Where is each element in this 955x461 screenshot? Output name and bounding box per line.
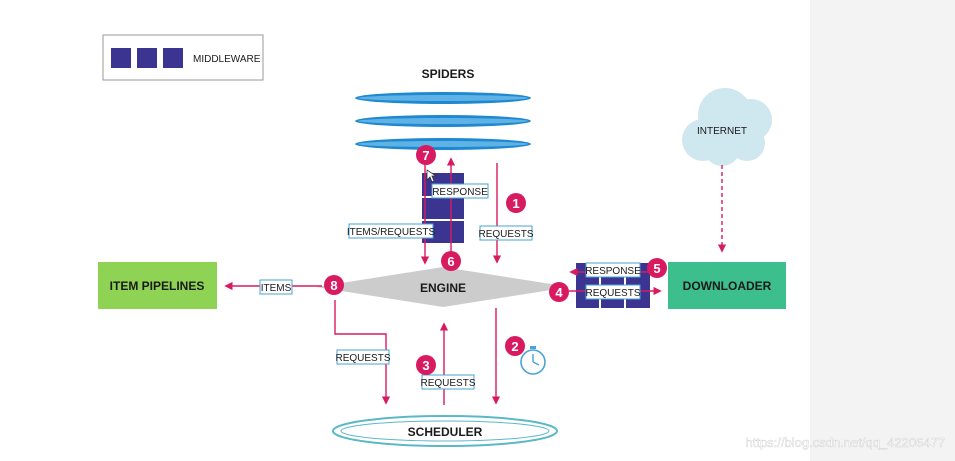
right-margin [810, 0, 955, 461]
step-number: 6 [447, 254, 454, 269]
internet-label: INTERNET [697, 126, 747, 137]
watermark: https://blog.csdn.net/qq_42206477 [746, 435, 946, 450]
spider-disc-highlight [358, 141, 528, 147]
scheduler-node: SCHEDULER [332, 415, 558, 447]
spider-disc-highlight [358, 118, 528, 124]
label-requests-downloader: REQUESTS [585, 288, 640, 299]
label-requests-scheduler: REQUESTS [420, 378, 475, 389]
label-requests-left: REQUESTS [335, 353, 390, 364]
legend-swatch [163, 48, 183, 68]
downloader-node: DOWNLOADER [668, 262, 786, 309]
step-number: 1 [512, 196, 519, 211]
engine-title: ENGINE [420, 281, 466, 295]
step-number: 2 [511, 339, 518, 354]
spider-disc-highlight [358, 95, 528, 101]
step-number: 4 [555, 285, 563, 300]
internet-cloud: INTERNET [682, 88, 772, 166]
label-items-requests: ITEMS/REQUESTS [347, 227, 436, 238]
step-badge [324, 275, 344, 295]
step-badge [647, 258, 667, 278]
step-number: 3 [422, 358, 429, 373]
label-requests-spider: REQUESTS [478, 229, 533, 240]
legend-label: MIDDLEWARE [193, 54, 261, 65]
spiders-node: SPIDERS [355, 67, 531, 150]
step-badge [549, 282, 569, 302]
label-items: ITEMS [261, 283, 292, 294]
step-badge [416, 355, 436, 375]
step-number: 7 [422, 148, 429, 163]
flow-labels: RESPONSE ITEMS/REQUESTS REQUESTS RESPONS… [259, 183, 641, 390]
mouse-cursor-icon [426, 169, 438, 183]
item-pipelines-title: ITEM PIPELINES [110, 279, 205, 293]
scheduler-title: SCHEDULER [408, 425, 483, 439]
step-number: 5 [653, 261, 660, 276]
legend: MIDDLEWARE [102, 34, 264, 81]
spiders-title: SPIDERS [422, 67, 475, 81]
timer-icon [520, 346, 546, 375]
step-badge [506, 193, 526, 213]
item-pipelines-node: ITEM PIPELINES [98, 262, 217, 309]
downloader-title: DOWNLOADER [683, 279, 772, 293]
step-badge [416, 145, 436, 165]
arrow-requests-to-scheduler [334, 300, 391, 405]
legend-swatch [111, 48, 131, 68]
step-badge [441, 251, 461, 271]
engine-node: ENGINE [316, 267, 570, 307]
legend-swatch [137, 48, 157, 68]
label-response-downloader: RESPONSE [585, 266, 641, 277]
label-response-spider: RESPONSE [432, 187, 488, 198]
step-badges: 1 2 3 4 5 6 7 8 [324, 145, 667, 375]
step-number: 8 [330, 278, 337, 293]
step-badge [505, 336, 525, 356]
